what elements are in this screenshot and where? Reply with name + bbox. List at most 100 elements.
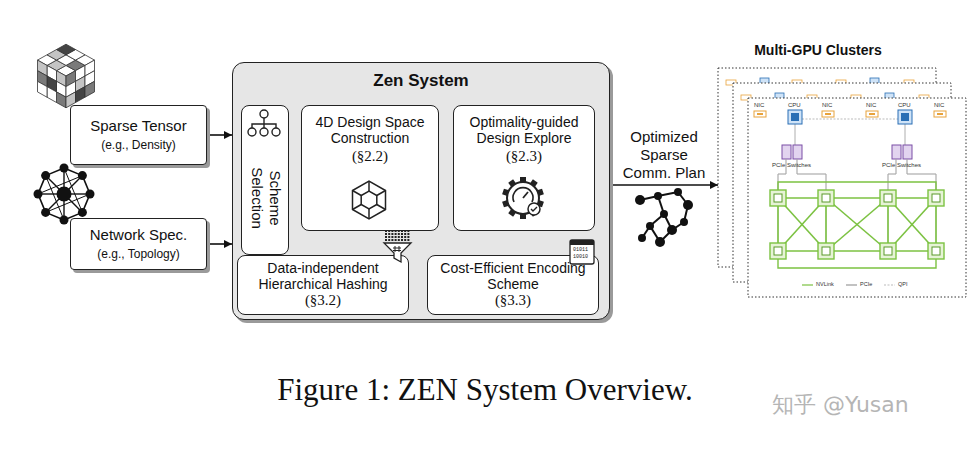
hexagon-edge xyxy=(368,181,370,191)
data-dot xyxy=(385,236,387,238)
cluster-title: Multi-GPU Clusters xyxy=(754,42,882,58)
binary-digits: 10010 xyxy=(573,255,588,260)
nic-box xyxy=(822,111,834,117)
graph-edge xyxy=(678,192,688,205)
gpu-die xyxy=(932,247,940,255)
component-label: NIC xyxy=(754,102,764,108)
component-label: PCIe Switches xyxy=(772,162,811,168)
network-link xyxy=(63,168,64,194)
nic-port xyxy=(937,113,943,115)
data-dot xyxy=(395,233,397,235)
cube-cell xyxy=(38,71,48,87)
gpu-box xyxy=(770,190,786,206)
cluster-group: Multi-GPU Clusters xyxy=(718,40,918,267)
network-dot xyxy=(57,187,72,202)
hexagon-edge xyxy=(368,209,370,219)
gpu-box xyxy=(770,243,786,259)
gear-tooth xyxy=(535,199,544,207)
graph-vertex xyxy=(635,195,645,205)
network-link xyxy=(46,176,64,220)
cube-cell xyxy=(38,55,57,66)
data-dot xyxy=(407,230,409,232)
pcie-switch xyxy=(892,145,901,159)
gear-tooth xyxy=(520,177,526,184)
network-link xyxy=(64,176,82,194)
network-link xyxy=(64,212,82,220)
component-label: NIC xyxy=(822,102,832,108)
cube-cell xyxy=(85,60,95,76)
network-dot xyxy=(34,190,43,199)
section-number: (§2.3) xyxy=(506,148,542,165)
hexagon-edge xyxy=(353,205,362,210)
input-note: (e.g., Topology) xyxy=(97,248,180,262)
graph-edge xyxy=(658,196,664,214)
data-dot xyxy=(395,236,397,238)
gear-tooth xyxy=(508,208,517,217)
graph-vertex xyxy=(638,234,646,242)
plan-graph-icon xyxy=(635,188,693,247)
network-link xyxy=(64,193,90,194)
check-mark xyxy=(531,207,537,211)
cube-cell xyxy=(57,44,76,55)
cube-cell xyxy=(47,65,57,81)
design-space-icon xyxy=(353,181,386,219)
network-link xyxy=(46,176,64,194)
cpu-box xyxy=(775,93,784,102)
nvlink xyxy=(778,182,936,268)
cube-cell xyxy=(66,92,76,108)
graph-edge xyxy=(650,226,660,242)
input-box: Network Spec.(e.g., Topology) xyxy=(70,218,207,270)
pcie-switch xyxy=(782,145,791,159)
network-link xyxy=(38,176,82,194)
nvlink xyxy=(935,198,937,251)
nic-box xyxy=(741,95,751,100)
hash-sign xyxy=(393,246,401,252)
qpi-link xyxy=(802,119,898,120)
component-label: CPU xyxy=(788,102,801,108)
legend-line-sample xyxy=(884,282,896,288)
gauge-needle xyxy=(523,192,528,198)
figure-caption: Figure 1: ZEN System Overview. xyxy=(0,374,970,405)
pcie-switch xyxy=(903,145,912,159)
server-panel xyxy=(748,98,966,297)
data-dot xyxy=(398,230,400,232)
cube-cell xyxy=(85,71,95,87)
cube-cell xyxy=(76,87,86,103)
network-link xyxy=(46,168,64,176)
cube-cell xyxy=(76,65,86,81)
module-title: Data-independent Hierarchical Hashing xyxy=(242,260,404,292)
edge-label: Optimized Sparse Comm. Plan xyxy=(621,128,707,182)
cube-cell xyxy=(38,60,48,76)
card-bar xyxy=(570,240,594,245)
module-box: Cost-Efficient Encoding Scheme(§3.3) xyxy=(427,255,599,315)
cube-cell xyxy=(57,55,76,66)
nvlink xyxy=(887,198,889,251)
pcie-switch xyxy=(793,145,802,159)
scheme-tree-icon xyxy=(248,110,280,136)
graph-edge xyxy=(650,214,664,226)
component-label: PCIe Switches xyxy=(882,162,921,168)
data-dot xyxy=(404,230,406,232)
data-dot xyxy=(401,239,403,241)
nic-port xyxy=(869,113,875,115)
data-dot xyxy=(401,236,403,238)
nvlink xyxy=(825,198,827,251)
nvlink xyxy=(888,198,936,251)
graph-vertex xyxy=(660,210,668,218)
gauge-arc xyxy=(513,188,533,202)
hexagon-edge xyxy=(377,191,386,196)
data-dot xyxy=(398,239,400,241)
system-title: Zen System xyxy=(373,71,468,91)
module-box: Optimality-guided Design Explore(§2.3) xyxy=(453,105,595,231)
gpu-die xyxy=(884,247,892,255)
data-dot xyxy=(388,239,390,241)
nvlink xyxy=(888,197,936,199)
network-link xyxy=(38,194,46,212)
cube-cell xyxy=(47,60,66,71)
cube-cell xyxy=(57,65,76,76)
data-dot xyxy=(385,233,387,235)
gpu-die xyxy=(932,194,940,202)
data-dot xyxy=(391,239,393,241)
tree-node xyxy=(272,128,280,136)
component-label: CPU xyxy=(898,102,911,108)
